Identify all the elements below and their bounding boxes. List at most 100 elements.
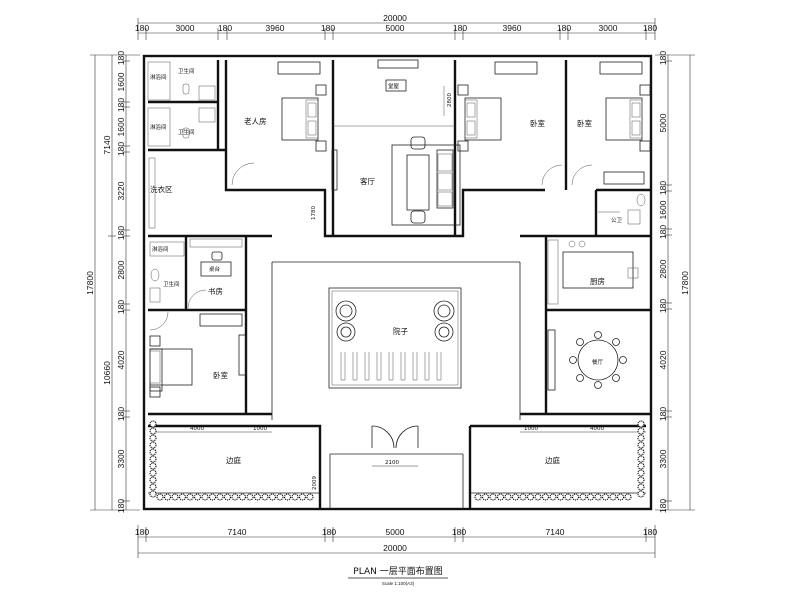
court-left-4000: 4000	[190, 426, 204, 432]
shrub-icon	[156, 493, 164, 501]
shrub-icon	[149, 441, 157, 449]
dining-room: 餐厅	[547, 329, 627, 391]
left-dim-10: 4020	[116, 350, 126, 369]
right-dim-8: 4020	[658, 350, 668, 369]
left-dim-11: 180	[116, 407, 126, 421]
top-dim-4: 3960	[266, 23, 285, 33]
inner-dim-2009: 2009	[312, 476, 318, 490]
left-dim-9: 180	[116, 300, 126, 314]
shrub-icon	[504, 493, 512, 501]
shrub-icon	[149, 434, 157, 442]
left-group-top-dim: 7140	[102, 135, 112, 154]
bottom-dim-6: 7140	[546, 527, 565, 537]
shrub-icon	[208, 493, 217, 501]
shrub-icon	[149, 427, 157, 435]
shrub-icon	[511, 493, 520, 501]
top-dim-10: 3000	[599, 23, 618, 33]
top-dim-11: 180	[643, 23, 657, 33]
shrine-label: 堂屋	[388, 82, 400, 90]
shrub-icon	[571, 493, 580, 501]
shrub-icon	[253, 493, 262, 501]
bathroom-top-1: 淋浴间 卫生间	[147, 61, 216, 101]
bedroom-right: 卧室	[571, 61, 651, 186]
side-court-right-label: 边庭	[545, 455, 560, 465]
shrub-icon	[637, 441, 645, 449]
elder-room: 老人房	[231, 61, 327, 186]
drawing-title: PLAN 一层平面布置图 Scale 1:100(A3)	[348, 565, 448, 586]
left-dim-8: 2800	[116, 260, 126, 279]
top-total-dim: 20000	[383, 13, 407, 23]
shrub-icon	[149, 476, 157, 484]
shrub-icon	[594, 493, 602, 501]
shrub-icon	[637, 490, 645, 498]
plan-scale: Scale 1:100(A3)	[382, 581, 415, 586]
right-dim-7: 180	[658, 299, 668, 313]
left-dim-3: 180	[116, 98, 126, 112]
study-desk-label: 桌台	[209, 265, 221, 273]
kitchen-label: 厨房	[590, 276, 605, 286]
bathroom-top-2: 淋浴间 卫生间	[147, 107, 216, 147]
right-dim-1: 180	[658, 51, 668, 65]
shrub-icon	[519, 493, 527, 501]
shrub-icon	[149, 462, 157, 470]
left-dimensions: 17800 7140 10660 180 1600 180 1600 180 3…	[85, 51, 140, 513]
right-dim-4: 1600	[658, 200, 668, 219]
shrub-icon	[637, 455, 645, 463]
bottom-dim-7: 180	[643, 527, 657, 537]
shrub-icon	[149, 420, 157, 428]
right-dim-2: 5000	[658, 113, 668, 132]
wc2-label: 卫生间	[178, 128, 195, 136]
shrub-icon	[178, 493, 187, 501]
wc3-label: 卫生间	[163, 280, 180, 288]
shrub-icon	[489, 493, 497, 501]
shrub-icon	[637, 476, 645, 484]
shrub-icon	[637, 434, 645, 442]
inner-dim-1780: 1780	[311, 206, 317, 220]
shrub-icon	[586, 493, 595, 501]
tree-left-icon	[335, 300, 357, 342]
shrub-icon	[534, 493, 542, 501]
right-dimensions: 180 5000 180 1600 180 2800 180 4020 180 …	[655, 51, 695, 513]
left-dim-6: 3220	[116, 181, 126, 200]
study-room: 桌台 书房	[187, 238, 243, 309]
shrub-icon	[637, 462, 645, 470]
shrub-icon	[549, 493, 557, 501]
shrub-icon	[474, 493, 482, 501]
shrub-icon	[637, 427, 645, 435]
shrub-icon	[223, 493, 232, 501]
right-dim-6: 2800	[658, 259, 668, 278]
shrub-icon	[149, 469, 157, 477]
shrub-icon	[231, 493, 239, 501]
left-dim-12: 3300	[116, 449, 126, 468]
shower1-label: 淋浴间	[150, 73, 167, 81]
right-total-dim: 17800	[680, 271, 690, 295]
shrub-icon	[541, 493, 550, 501]
top-dim-8: 3960	[503, 23, 522, 33]
left-dim-7: 180	[116, 226, 126, 240]
shrub-icon	[624, 493, 632, 501]
side-court-right: 1000 4000 边庭	[520, 426, 646, 465]
plan-title: PLAN 一层平面布置图	[353, 565, 442, 577]
right-dim-11: 180	[658, 499, 668, 513]
bottom-dim-4: 5000	[386, 527, 405, 537]
wc1-label: 卫生间	[178, 67, 195, 75]
shrub-icon	[564, 493, 572, 501]
bedroom-right-label: 卧室	[577, 118, 592, 128]
kitchen: 厨房	[547, 239, 639, 305]
shrub-icon	[637, 469, 645, 477]
shrub-icon	[268, 493, 277, 501]
left-dim-2: 1600	[116, 72, 126, 91]
shrub-icon	[276, 493, 284, 501]
paving-pattern	[340, 352, 442, 381]
shrub-icon	[193, 493, 202, 501]
top-dim-7: 180	[453, 23, 467, 33]
right-dim-5: 180	[658, 225, 668, 239]
bottom-dimensions: 180 7140 180 5000 180 7140 180 20000	[135, 525, 657, 558]
study-label: 书房	[208, 286, 223, 296]
dining-label: 餐厅	[592, 358, 604, 366]
shower2-label: 淋浴间	[150, 123, 167, 131]
bottom-dim-2: 7140	[228, 527, 247, 537]
shrub-icon	[163, 493, 172, 501]
gate-dim: 2100	[385, 460, 399, 466]
